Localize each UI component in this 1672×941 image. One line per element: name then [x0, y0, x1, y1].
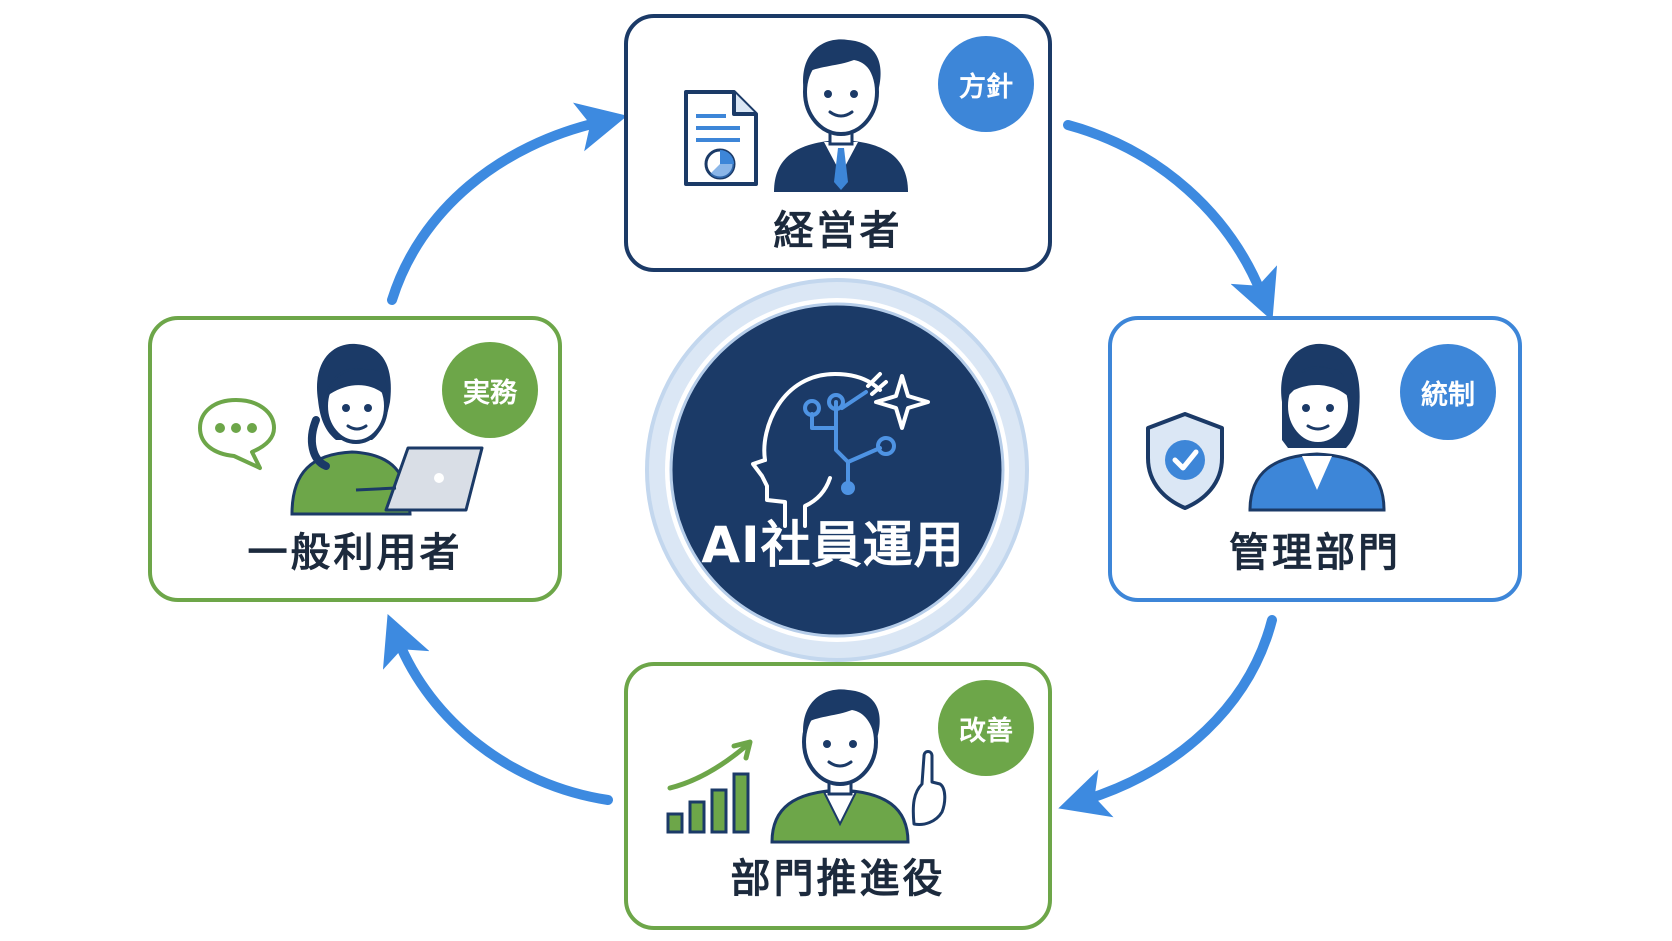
businessman-icon [774, 39, 908, 192]
role-card-promoter: 改善 部門推進役 [624, 662, 1052, 930]
man-pointing-icon [770, 689, 947, 844]
arrow-promoter-to-user [382, 614, 613, 805]
role-card-user: 実務 一般利用者 [148, 316, 562, 602]
woman-laptop-icon [290, 343, 484, 516]
growth-chart-icon [666, 739, 753, 834]
badge-governance: 統制 [1400, 344, 1496, 440]
center-hub [645, 278, 1029, 662]
center-title: AI社員運用 [701, 516, 965, 574]
speech-bubble-icon [198, 398, 276, 470]
arrow-executive-to-admin [1063, 120, 1278, 321]
role-label-user: 一般利用者 [247, 530, 463, 576]
businesswoman-icon [1248, 343, 1386, 512]
role-card-executive: 方針 経営者 [624, 14, 1052, 272]
badge-policy: 方針 [938, 36, 1034, 132]
role-label-promoter: 部門推進役 [730, 856, 946, 902]
arrow-admin-to-promoter [1058, 615, 1277, 818]
role-label-admin: 管理部門 [1229, 530, 1401, 576]
document-chart-icon [684, 90, 758, 186]
badge-improvement: 改善 [938, 680, 1034, 776]
shield-check-icon [1146, 412, 1224, 510]
role-label-executive: 経営者 [773, 208, 903, 254]
ai-brain-icon [751, 372, 930, 528]
role-card-admin: 統制 管理部門 [1108, 316, 1522, 602]
badge-operations: 実務 [442, 342, 538, 438]
arrow-user-to-executive [387, 102, 628, 305]
